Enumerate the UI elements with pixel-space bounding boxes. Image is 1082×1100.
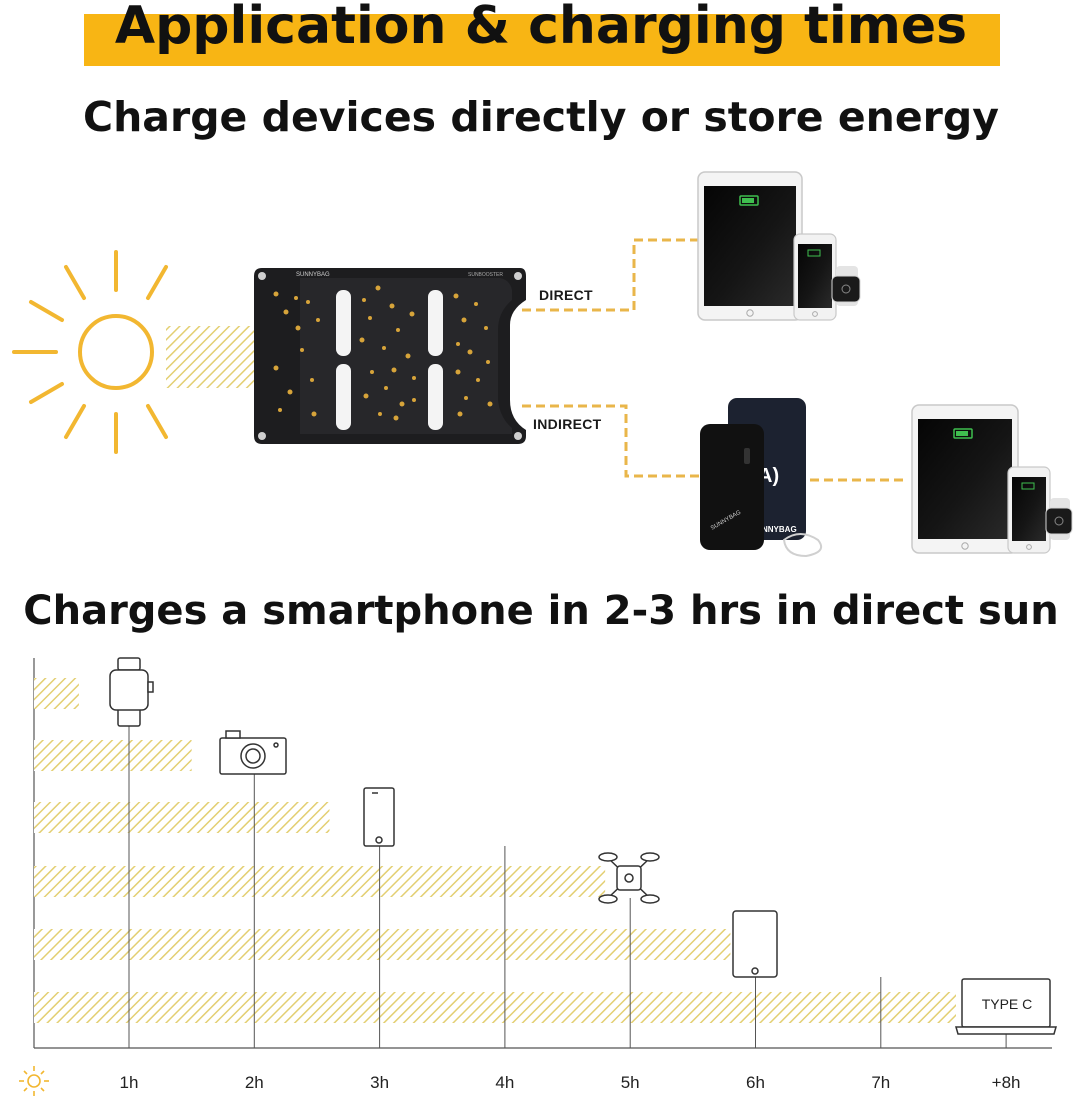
phone-indirect-image <box>1007 466 1051 554</box>
charging-chart <box>19 657 1057 1096</box>
sun-icon <box>12 250 168 454</box>
x-tick-label: 1h <box>119 1073 139 1092</box>
watch-direct-image <box>831 266 861 306</box>
charging-bar-smartwatch <box>34 678 79 709</box>
smartwatch-icon <box>109 657 154 727</box>
x-tick-label: 3h <box>370 1073 390 1092</box>
charging-bar-smartphone <box>34 802 330 833</box>
tablet-indirect-image <box>911 404 1019 554</box>
page-title: Application & charging times <box>114 0 968 56</box>
watch-indirect-image <box>1045 498 1073 540</box>
charging-bar-drone <box>34 866 606 897</box>
charging-bar-laptop <box>34 992 956 1023</box>
x-tick-label: 7h <box>871 1073 891 1092</box>
smartphone-icon <box>363 787 395 847</box>
subtitle: Charge devices directly or store energy <box>83 93 999 141</box>
camera-icon <box>219 730 287 775</box>
svg-text:NNYBAG: NNYBAG <box>762 525 797 534</box>
drone-icon <box>598 852 660 904</box>
laptop-icon <box>955 978 1057 1035</box>
charging-heading: Charges a smartphone in 2-3 hrs in direc… <box>23 588 1059 634</box>
charging-bar-tablet <box>34 929 731 960</box>
charging-bar-camera <box>34 740 192 771</box>
small-sun-icon <box>19 1066 49 1096</box>
x-tick-label: 4h <box>495 1073 515 1092</box>
direct-label: DIRECT <box>539 287 593 303</box>
solar-panel: SUNNYBAG SUNBOOSTER <box>254 268 526 444</box>
phone-direct-image <box>793 233 837 321</box>
title-highlight-bar <box>84 14 1000 66</box>
panel-brand-text: SUNNYBAG <box>296 272 330 278</box>
sun-beam <box>166 326 258 388</box>
x-tick-label: 6h <box>746 1073 765 1092</box>
panel-model-text: SUNBOOSTER <box>468 272 503 278</box>
powerbank-image: A) NNYBAG SUNNYBAG <box>700 398 822 558</box>
x-tick-label: 5h <box>620 1073 640 1092</box>
tablet-icon <box>732 910 778 978</box>
tablet-direct-image <box>697 171 803 321</box>
x-tick-label: 2h <box>244 1073 264 1092</box>
indirect-cable <box>522 404 904 482</box>
x-tick-label: +8h <box>991 1073 1021 1092</box>
direct-cable <box>522 238 700 312</box>
indirect-label: INDIRECT <box>533 416 602 432</box>
type-c-label: TYPE C <box>981 996 1033 1012</box>
